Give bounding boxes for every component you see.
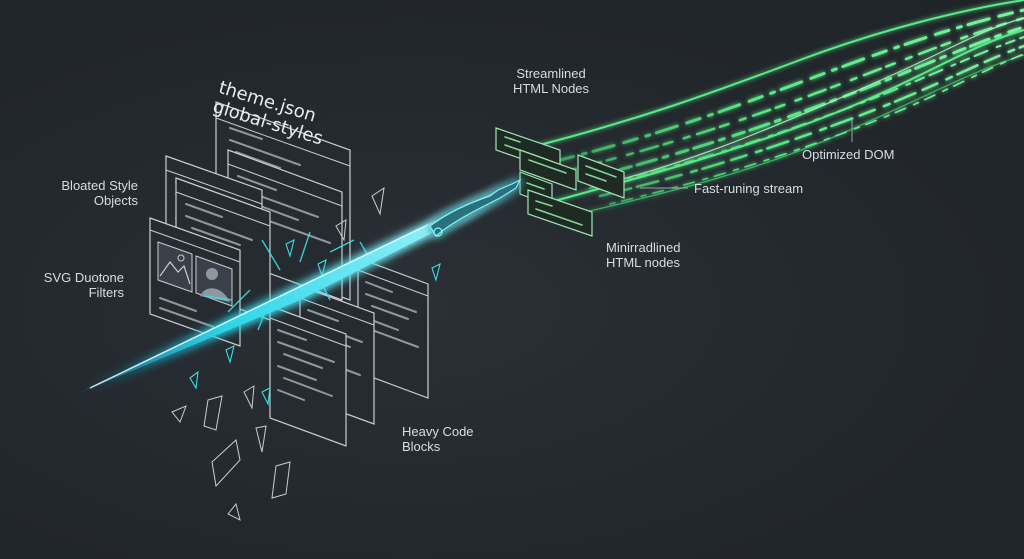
label-heavy-code-blocks: Heavy Code Blocks [402,424,512,454]
html-node-5 [528,190,592,236]
label-svg-duotone-filters: SVG Duotone Filters [26,270,124,300]
label-fast-running-stream: Fast-runing stream [694,181,844,196]
label-streamlined-html-nodes: Streamlined HTML Nodes [496,66,606,96]
stream-dashes [560,10,1024,204]
label-minified-html-nodes: Minirradlined HTML nodes [606,240,726,270]
label-bloated-style-objects: Bloated Style Objects [30,178,138,208]
label-optimized-dom: Optimized DOM [802,147,932,162]
blade-hilt [430,180,520,236]
